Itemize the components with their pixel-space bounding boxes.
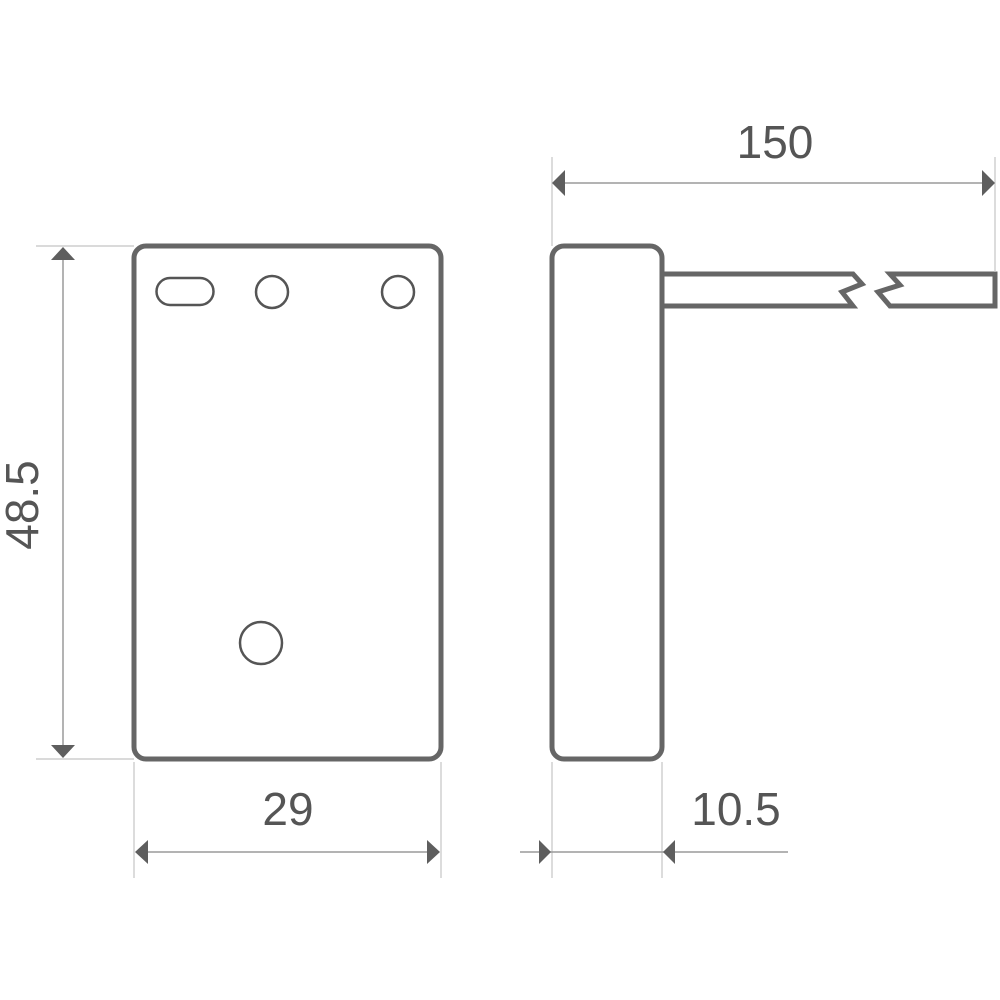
sensor-hole [238, 620, 284, 666]
keyhole-slot [155, 276, 215, 307]
cable-left-segment [664, 271, 867, 309]
mounting-hole-2 [380, 274, 416, 310]
cable-length-dimension: 150 [551, 116, 996, 272]
side-view [549, 243, 998, 762]
front-body-outline [131, 243, 444, 762]
mounting-hole-1 [254, 274, 290, 310]
height-label: 48.5 [0, 460, 48, 550]
width-dimension: 29 [133, 762, 442, 878]
cable-length-label: 150 [737, 116, 814, 168]
depth-label: 10.5 [691, 783, 781, 835]
side-body-outline [549, 243, 665, 762]
cable-right-segment [873, 271, 998, 309]
width-label: 29 [262, 783, 313, 835]
depth-dimension: 10.5 [520, 762, 788, 878]
front-view [131, 243, 444, 762]
height-dimension: 48.5 [0, 245, 134, 760]
